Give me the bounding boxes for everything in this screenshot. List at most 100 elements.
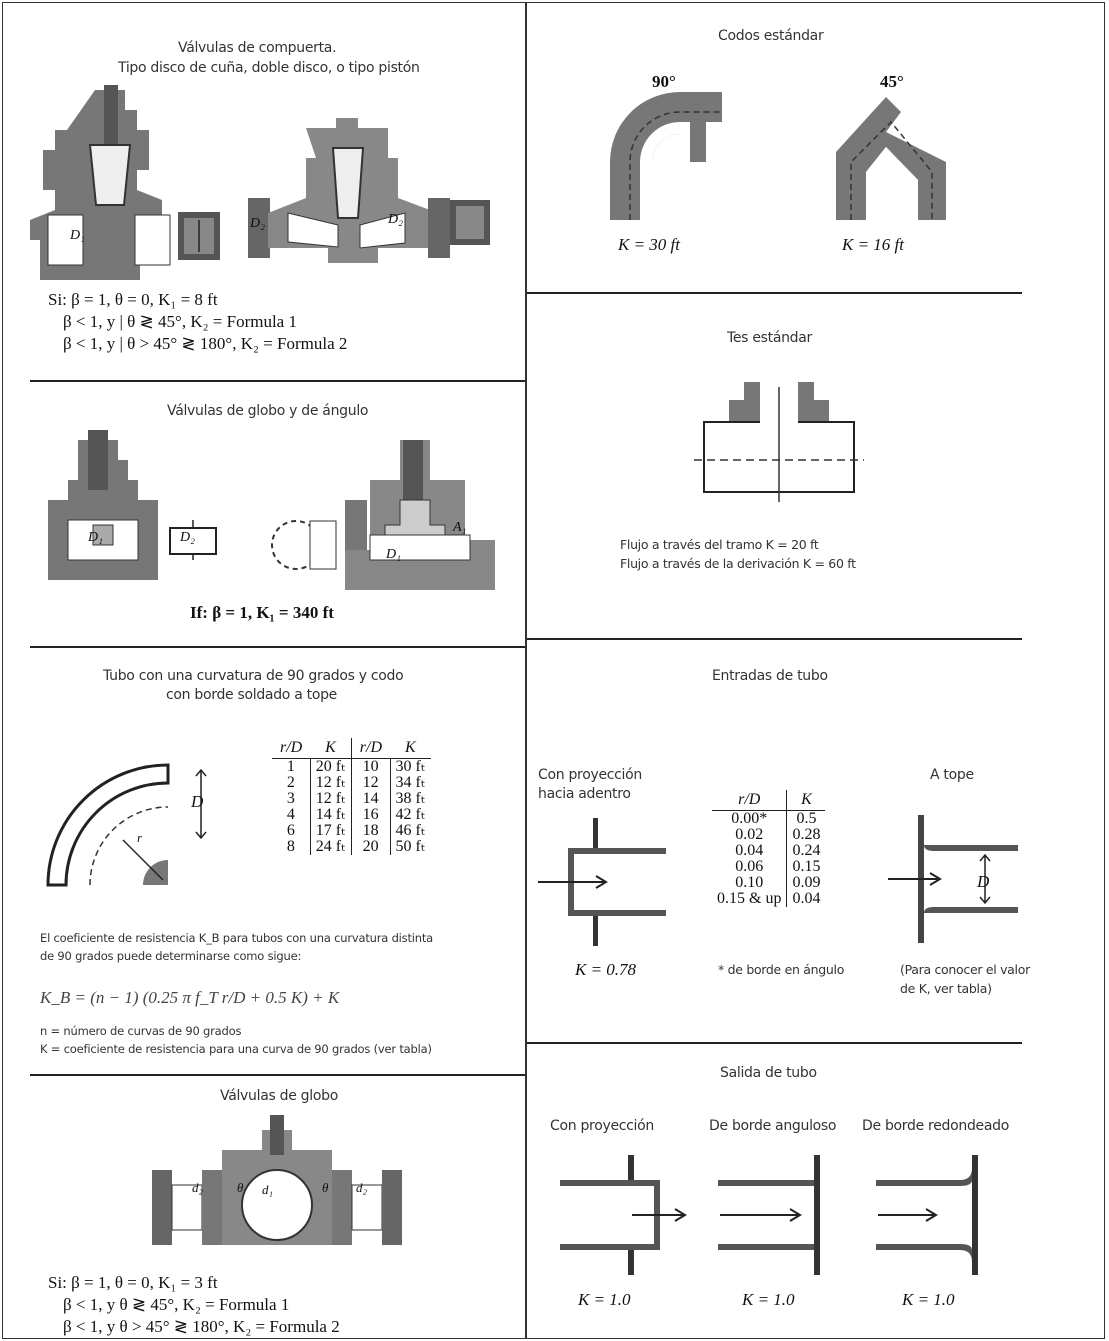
inward-projection-k: K = 0.78 [575,960,637,979]
ball-theta-label-right: θ [322,1180,329,1195]
col-k: K [786,790,826,811]
ball-theta-label-left: θ [237,1180,244,1195]
exit-sharp-edge-drawing [718,1155,820,1275]
globe-angle-valves-title: Válvulas de globo y de ángulo [167,403,369,419]
std-elbows-title: Codos estándar [718,28,824,44]
globe-d1-label: D₁ [88,530,103,545]
tee-run-flow: Flujo a través del tramo K = 20 ft [620,537,819,552]
gate-formula-3: β < 1, y | θ > 45° ≷ 180°, K₂ = Formula … [63,334,348,353]
divider-left-3 [30,1074,525,1076]
ball-d2-label-left: d₂ [192,1180,204,1195]
gate-d2-label-right: D₂ [388,212,403,227]
inward-projection-label-2: hacia adentro [538,786,631,802]
gate-valve-drawing-1 [30,85,171,280]
elbow-45-k: K = 16 ft [842,235,905,254]
table-row: 0.00*0.5 [712,810,826,827]
tee-branch-flow: Flujo a través de la derivación K = 60 f… [620,556,856,571]
col-k-1: K [310,738,352,759]
flush-entrance-drawing [888,815,1018,943]
flush-note-2: de K, ver tabla) [900,981,992,996]
gate-pipe-section-2 [450,200,490,245]
globe-valve-drawing [48,430,158,580]
exit-projection-label: Con proyección [550,1118,654,1134]
pipe-bend-note-1: El coeficiente de resistencia K_B para t… [40,931,434,945]
angle-valve-drawing [345,440,495,590]
exit-rounded-edge-label: De borde redondeado [862,1118,1009,1134]
flush-entrance-label: A tope [930,767,974,783]
elbow-90-k: K = 30 ft [618,235,681,254]
divider-left-1 [30,380,525,382]
column-divider [525,2,527,1339]
gate-valve-drawing-2 [248,118,450,263]
col-rd-2: r/D [350,738,391,759]
gate-formula-1: Si: β = 1, θ = 0, K₁ = 8 ft [48,290,218,309]
gate-valves-title: Válvulas de compuerta. [178,40,337,56]
ball-valves-title: Válvulas de globo [220,1088,338,1104]
pipe-exit-title: Salida de tubo [720,1065,817,1081]
gate-d2-label-left: D₂ [250,216,265,231]
pipe-bend-r-label: r [137,830,143,845]
col-k-2: K [390,738,431,759]
pipe-bend-d-label: D [191,792,204,811]
pipe-entrances-title: Entradas de tubo [712,668,828,684]
angle-d1-label: D₁ [386,547,401,562]
exit-rounded-edge-drawing [876,1155,978,1275]
exit-rounded-edge-k: K = 1.0 [902,1290,955,1309]
elbow-90-label: 90° [652,72,676,91]
exit-projection-drawing [560,1155,687,1275]
pipe-bend-formula: K_B = (n − 1) (0.25 π f_T r/D + 0.5 K) +… [40,988,340,1007]
pipe-bend-drawing [46,763,170,887]
exit-sharp-edge-k: K = 1.0 [742,1290,795,1309]
divider-left-2 [30,646,525,648]
gate-pipe-section-1 [178,212,220,260]
globe-angle-formula: If: β = 1, K₁ = 340 ft [190,603,334,622]
divider-right-1 [527,292,1022,294]
exit-sharp-edge-label: De borde anguloso [709,1118,837,1134]
angle-a1-label: A₁ [453,520,467,535]
elbow-45-drawing [836,97,946,220]
divider-right-3 [527,1042,1022,1044]
globe-pipe-section [169,520,217,560]
ball-formula-3: β < 1, y θ > 45° ≷ 180°, K₂ = Formula 2 [63,1317,340,1336]
gate-formula-2: β < 1, y | θ ≷ 45°, K₂ = Formula 1 [63,312,297,331]
pipe-bend-def-k: K = coeficiente de resistencia para una … [40,1042,432,1056]
tee-drawing [694,382,864,502]
ball-formula-2: β < 1, y θ ≷ 45°, K₂ = Formula 1 [63,1295,290,1314]
angle-valve-section [271,520,337,570]
inward-projection-drawing [538,818,666,946]
inward-projection-label-1: Con proyección [538,767,642,783]
ball-d2-label-right: d₂ [356,1180,368,1195]
entrance-footnote: * de borde en ángulo [718,962,845,977]
ball-valve-drawing [152,1115,402,1245]
pipe-bend-title: Tubo con una curvatura de 90 grados y co… [103,668,404,684]
flush-note-1: (Para conocer el valor [900,962,1030,977]
col-rd-1: r/D [272,738,311,759]
gate-valves-subtitle: Tipo disco de cuña, doble disco, o tipo … [118,60,420,76]
flush-d-label: D [977,872,990,891]
pipe-bend-note-2: de 90 grados puede determinarse como sig… [40,949,302,963]
exit-projection-k: K = 1.0 [578,1290,631,1309]
elbow-90-drawing [610,92,722,220]
pipe-bend-def-n: n = número de curvas de 90 grados [40,1024,242,1038]
col-rd: r/D [712,790,787,811]
gate-d1-label: D₁ [70,228,85,243]
elbow-45-label: 45° [880,72,904,91]
std-tees-title: Tes estándar [727,330,813,346]
pipe-bend-d-arrow [195,768,207,840]
pipe-bend-subtitle: con borde soldado a tope [166,687,337,703]
globe-d2-label: D₂ [180,530,195,545]
ball-formula-1: Si: β = 1, θ = 0, K₁ = 3 ft [48,1273,218,1292]
